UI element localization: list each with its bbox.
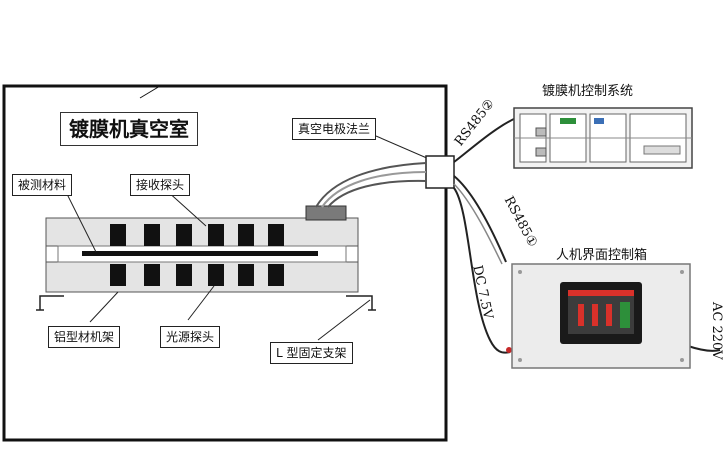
cable-gland (305, 205, 347, 221)
control-system-led (594, 118, 604, 124)
source-probes (110, 264, 284, 286)
hmi-screen-bar (578, 304, 584, 326)
control-system-terminal (535, 147, 547, 157)
sample-bar (82, 251, 318, 256)
leader-bracket (317, 299, 371, 341)
receiver-probe (268, 224, 284, 246)
receiver-probe (144, 224, 160, 246)
control-system-unit (513, 107, 693, 169)
cable-rs485-1 (453, 175, 507, 263)
leader-sample (63, 187, 97, 253)
bracket-label: L 型固定支架 (270, 342, 353, 364)
electrode-flange (425, 155, 455, 189)
cable-ac (687, 345, 721, 352)
source-probe (238, 264, 254, 286)
receiver-probe (208, 224, 224, 246)
control-system-label: 镀膜机控制系统 (542, 84, 634, 99)
cable-rs485-2 (453, 117, 517, 163)
leader-rack (89, 291, 119, 323)
source-probe (208, 264, 224, 286)
title-leader (139, 85, 161, 99)
leader-source (187, 285, 215, 321)
receiver-label: 接收探头 (130, 174, 191, 196)
control-system-terminal (535, 127, 547, 137)
ac-label: AC 220V (709, 302, 724, 360)
source-probe (144, 264, 160, 286)
receiver-probes (110, 224, 284, 246)
chamber-title: 镀膜机真空室 (60, 112, 198, 146)
hmi-screw (518, 358, 522, 362)
source-probe (110, 264, 126, 286)
hmi-screen-bar (592, 304, 598, 326)
cable-rs485-1-inner (453, 183, 503, 265)
cable (315, 162, 427, 208)
rack-label: 铝型材机架 (48, 326, 121, 348)
cable (327, 179, 427, 208)
chamber-cables (315, 162, 427, 208)
source-probe (176, 264, 192, 286)
hmi-box-unit (511, 263, 691, 369)
hmi-screen-header (568, 290, 634, 296)
vacuum-chamber-frame (2, 84, 448, 442)
dc-plug (506, 347, 512, 353)
receiver-probe (176, 224, 192, 246)
source-label: 光源探头 (160, 326, 221, 348)
cable-dc (453, 187, 511, 354)
source-probe (268, 264, 284, 286)
control-system-led (560, 118, 576, 124)
l-brackets (36, 295, 376, 311)
hmi-screw (680, 270, 684, 274)
leader-receiver (165, 189, 207, 227)
hmi-screw (518, 270, 522, 274)
l-bracket-right (346, 295, 373, 310)
hmi-screen-side (620, 302, 630, 328)
receiver-probe (110, 224, 126, 246)
cable (321, 171, 427, 208)
rack-bottom (45, 261, 359, 293)
l-bracket-left (39, 295, 64, 310)
hmi-screw (680, 358, 684, 362)
hmi-box-label: 人机界面控制箱 (556, 248, 648, 263)
hmi-screen-bar (606, 304, 612, 326)
sample-label: 被测材料 (12, 174, 73, 196)
control-system-plate (643, 145, 681, 155)
receiver-probe (238, 224, 254, 246)
flange-label: 真空电极法兰 (292, 118, 377, 140)
